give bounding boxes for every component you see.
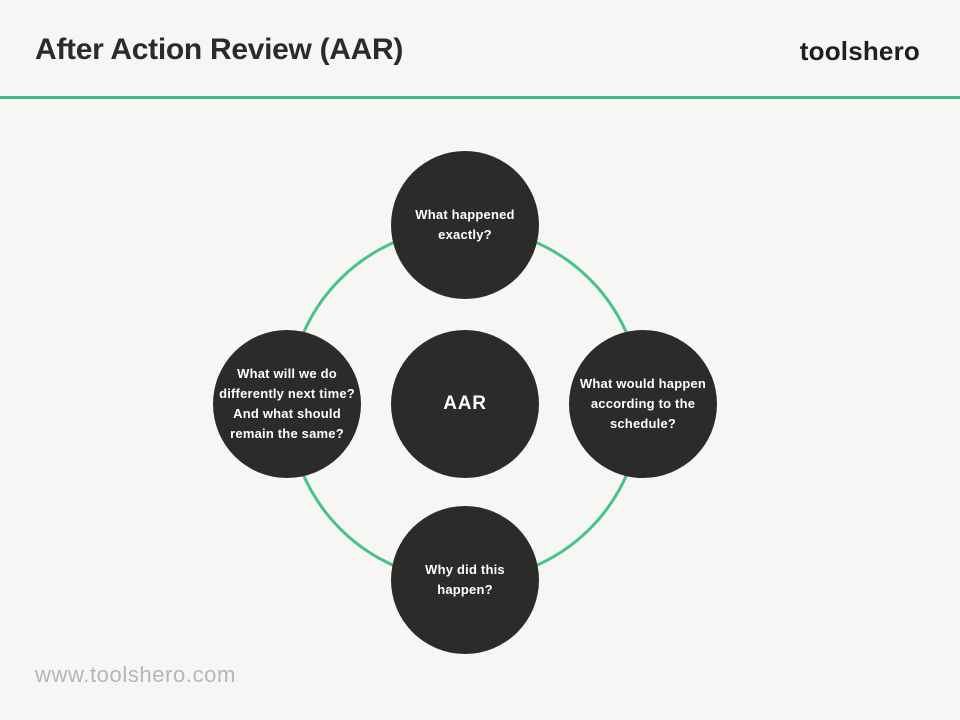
node-what-would-happen: What would happen according to the sched…	[569, 330, 717, 478]
node-what-happened: What happened exactly?	[391, 151, 539, 299]
node-label: What would happen according to the sched…	[579, 376, 707, 431]
website-url: www.toolshero.com	[35, 662, 236, 687]
node-label: Why did this happen?	[425, 562, 505, 597]
center-label: AAR	[443, 393, 487, 414]
node-label: What will we do differently next time? A…	[219, 366, 355, 441]
header: After Action Review (AAR) toolshero	[0, 0, 960, 96]
page-title: After Action Review (AAR)	[35, 33, 404, 66]
node-what-will-we-do: What will we do differently next time? A…	[213, 330, 361, 478]
header-divider	[0, 96, 960, 99]
node-label: What happened exactly?	[415, 207, 515, 242]
node-center-aar: AAR	[391, 330, 539, 478]
node-why-did-this-happen: Why did this happen?	[391, 506, 539, 654]
brand-logo: toolshero	[799, 36, 920, 66]
